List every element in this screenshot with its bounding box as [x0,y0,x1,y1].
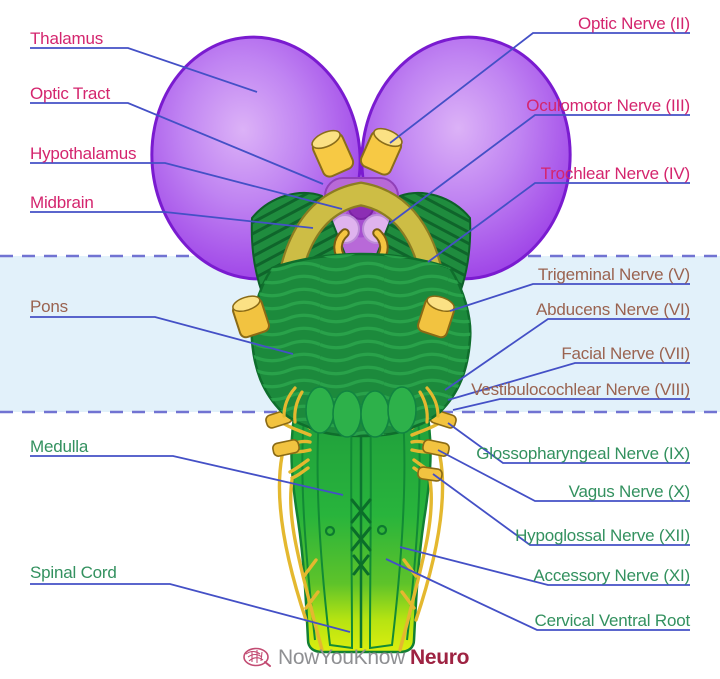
label-vagus-nerve: Vagus Nerve (X) [568,482,691,501]
label-hypothalamus: Hypothalamus [30,144,137,163]
label-medulla: Medulla [30,437,89,456]
label-midbrain: Midbrain [30,193,94,212]
label-thalamus: Thalamus [30,29,104,48]
label-spinal-cord: Spinal Cord [30,563,117,582]
label-vestibulocochlear-nerve: Vestibulocochlear Nerve (VIII) [471,380,690,399]
brand-name: NowYouKnow [278,646,405,669]
label-accessory-nerve: Accessory Nerve (XI) [533,566,690,585]
label-oculomotor-nerve: Oculomotor Nerve (III) [526,96,690,115]
label-cervical-ventral-root: Cervical Ventral Root [534,611,691,630]
pons-shape [250,252,472,438]
label-trochlear-nerve: Trochlear Nerve (IV) [540,164,691,183]
label-optic-nerve: Optic Nerve (II) [577,14,690,33]
brand-suffix: Neuro [409,646,470,669]
label-trigeminal-nerve: Trigeminal Nerve (V) [537,265,690,284]
label-facial-nerve: Facial Nerve (VII) [561,344,690,363]
pyramidal-decussation [350,498,372,576]
label-pons: Pons [30,297,68,316]
trigeminal-nerve-stumps [232,295,455,339]
brain-icon [243,647,271,667]
label-abducens-nerve: Abducens Nerve (VI) [536,300,690,319]
label-hypoglossal-nerve: Hypoglossal Nerve (XII) [515,526,690,545]
brand-logo: NowYouKnow Neuro [243,645,469,671]
leader-lines [30,32,690,633]
label-glossopharyngeal-nerve: Glossopharyngeal Nerve (IX) [476,444,690,463]
label-optic-tract: Optic Tract [30,84,110,103]
pontomedullary-rootlets [282,386,440,424]
pons-bottom-bumps [305,386,417,438]
